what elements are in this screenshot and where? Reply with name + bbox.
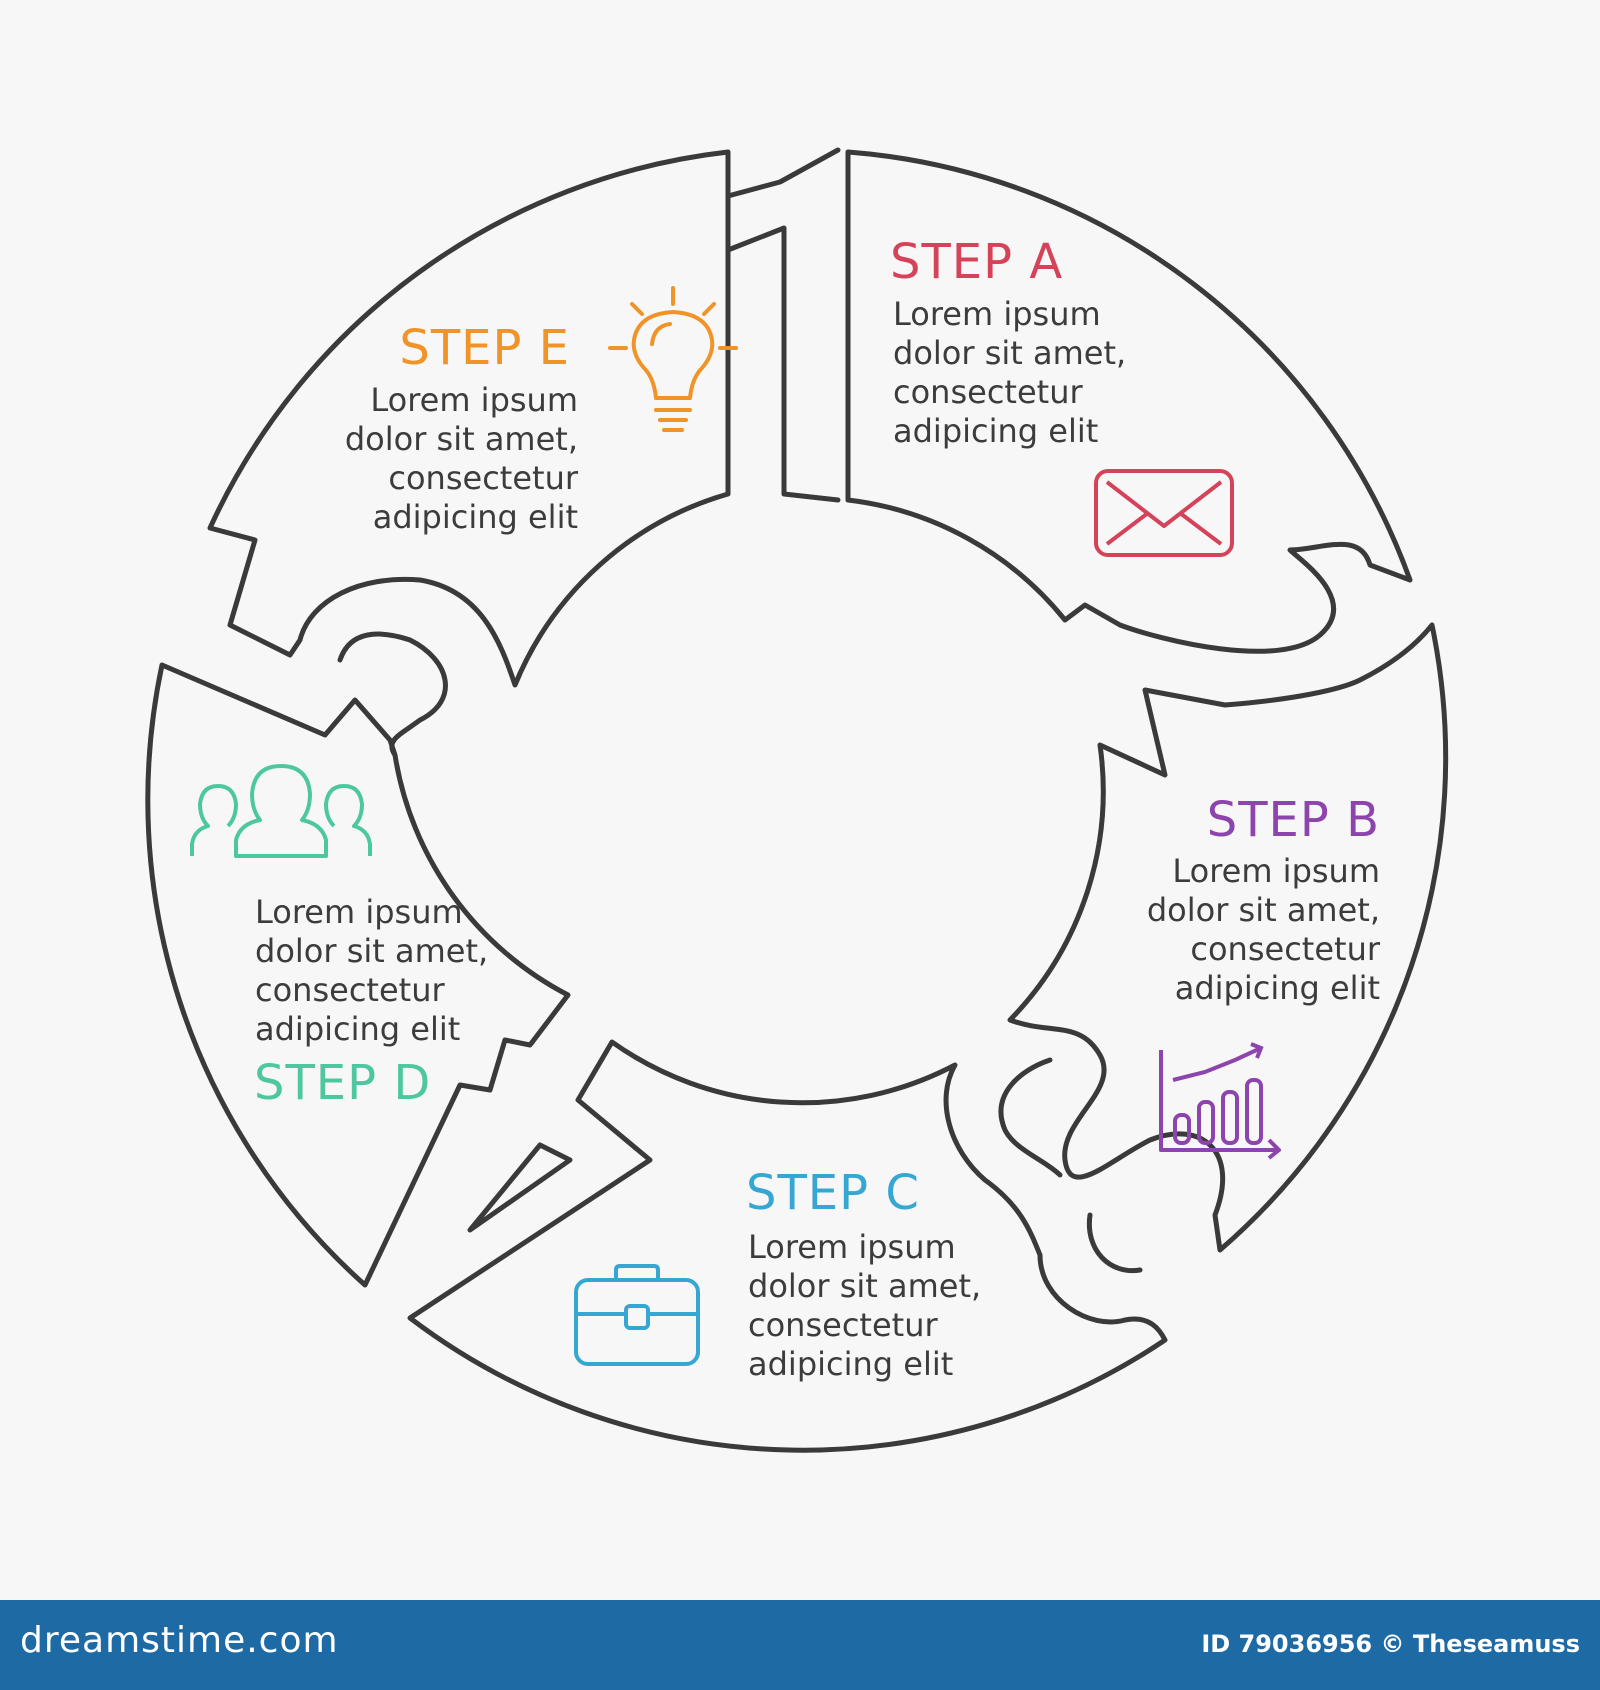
number-3-outline (998, 1057, 1143, 1274)
segment-e-outline (207, 149, 731, 688)
step-b-title: STEP B (1206, 792, 1380, 848)
step-e-body: Lorem ipsum dolor sit amet, consectetur … (344, 381, 578, 536)
brand-logo[interactable]: dreamstime.com (20, 1620, 339, 1661)
segment-b-outline (1007, 622, 1449, 1253)
step-e-title: STEP E (399, 320, 570, 376)
image-credit: ID 79036956 © Theseamuss (1201, 1630, 1580, 1658)
step-d-title: STEP D (254, 1055, 432, 1111)
step-d-body: Lorem ipsum dolor sit amet, consectetur … (255, 893, 489, 1048)
step-a-title: STEP A (890, 234, 1064, 290)
cycle-diagram: STEP A Lorem ipsum dolor sit amet, conse… (145, 147, 1449, 1453)
step-c-body: Lorem ipsum dolor sit amet, consectetur … (748, 1228, 982, 1383)
segment-a-outline (845, 149, 1413, 654)
step-a-body: Lorem ipsum dolor sit amet, consectetur … (893, 295, 1127, 450)
footer-bar: dreamstime.com ID 79036956 © Theseamuss (0, 1600, 1600, 1690)
number-1-outline (725, 147, 841, 503)
ring-outline (145, 147, 1449, 1453)
step-c-title: STEP C (746, 1165, 920, 1221)
segment-c-outline (407, 1039, 1168, 1453)
number-4-outline (467, 1142, 573, 1233)
step-b-body: Lorem ipsum dolor sit amet, consectetur … (1146, 852, 1380, 1007)
segment-d-outline (145, 662, 571, 1288)
cycle-ring (145, 147, 1449, 1453)
number-5-outline (337, 631, 448, 758)
